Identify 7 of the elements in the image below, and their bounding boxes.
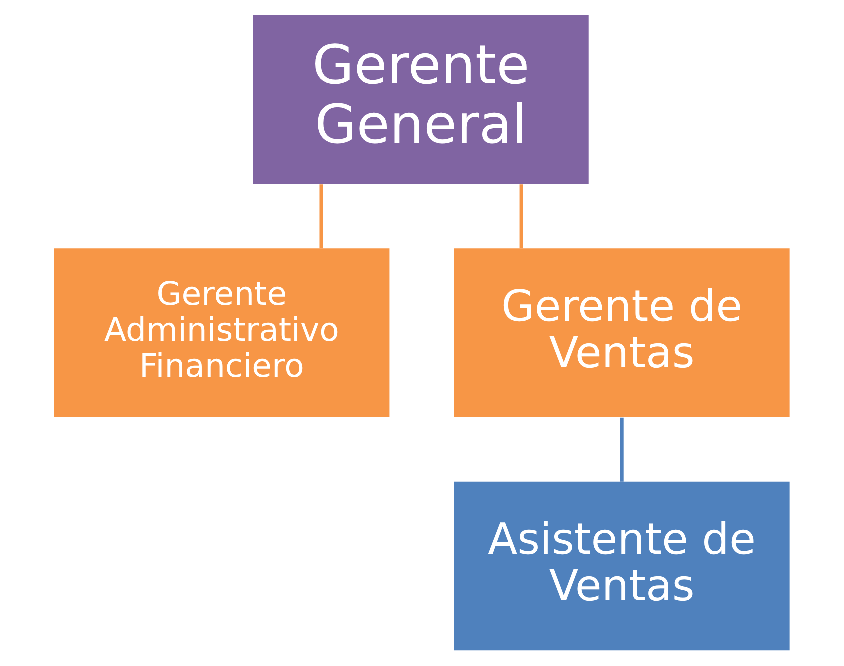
connector [320,184,324,249]
node-box: Gerente Administrativo Financiero [54,248,390,418]
node-box: Asistente de Ventas [454,482,790,651]
node-box: Gerente General [253,15,589,184]
connector [620,418,624,482]
node-box: Gerente de Ventas [454,248,790,418]
connector [520,184,524,249]
